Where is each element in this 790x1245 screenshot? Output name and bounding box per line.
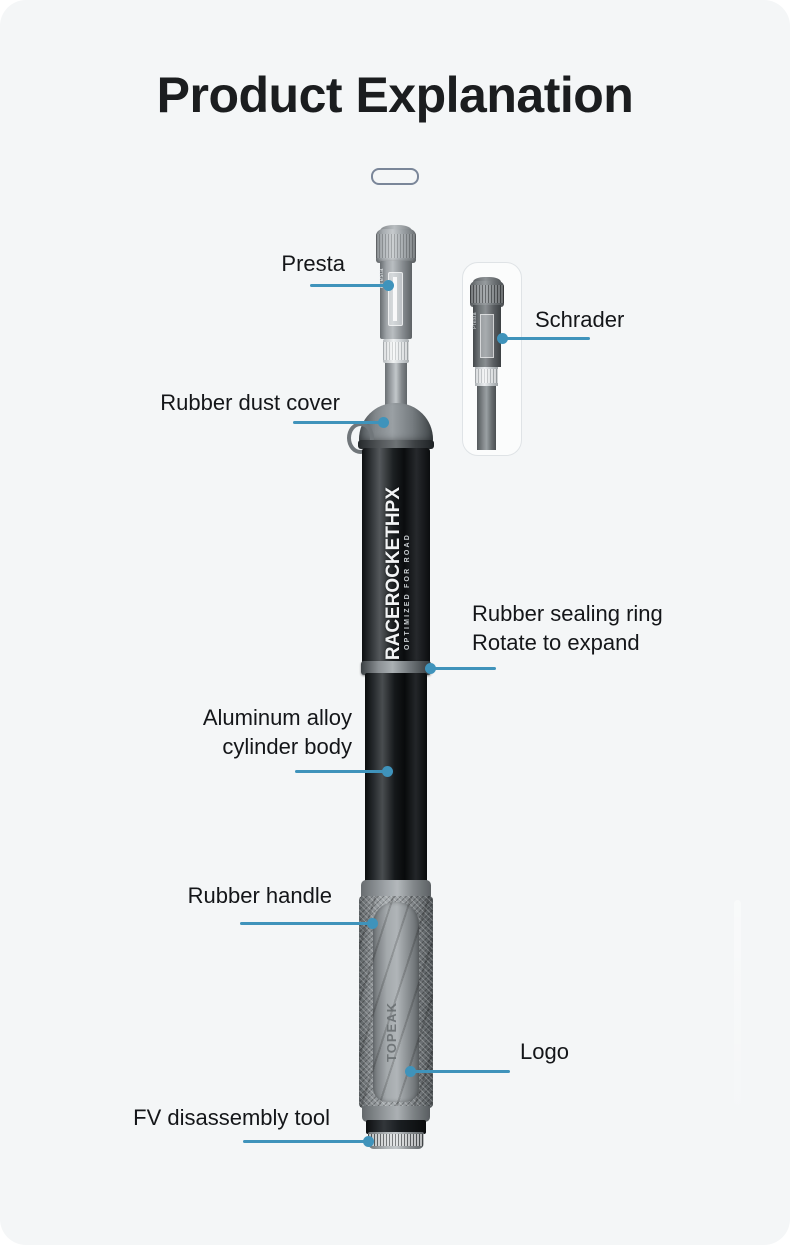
barrel-highlight xyxy=(734,900,741,1106)
fv-disassembly-tool-ring xyxy=(368,1132,424,1149)
callout-label-handle: Rubber handle xyxy=(187,883,332,908)
schrader-window xyxy=(480,314,494,358)
handle-bottom-collar xyxy=(362,1106,430,1122)
schrader-body xyxy=(473,305,501,367)
schrader-shaft xyxy=(477,386,496,450)
rubber-sealing-ring xyxy=(361,661,431,675)
callout-label-fv-tool: FV disassembly tool xyxy=(133,1105,330,1130)
callout-label-schrader: Schrader xyxy=(535,307,625,332)
leader-dot-logo xyxy=(405,1066,416,1077)
barrel-brand-text: RACEROCKETHPX xyxy=(383,487,404,661)
valve-head-cap xyxy=(376,229,416,263)
callout-label-presta: Presta xyxy=(281,251,345,276)
leader-line-dust-cover xyxy=(293,421,383,424)
leader-dot-presta xyxy=(383,280,394,291)
leader-dot-fv-tool xyxy=(363,1136,374,1147)
callout-label-logo: Logo xyxy=(520,1039,569,1064)
dust-cover-lip xyxy=(358,440,434,449)
section-divider-pill xyxy=(371,168,419,185)
leader-dot-dust-cover xyxy=(378,417,389,428)
leader-dot-cylinder-body xyxy=(382,766,393,777)
leader-line-sealing-ring xyxy=(430,667,496,670)
schrader-cap xyxy=(470,281,504,307)
valve-head-body xyxy=(380,261,412,339)
leader-line-schrader xyxy=(502,337,590,340)
leader-line-fv-tool xyxy=(243,1140,368,1143)
leader-dot-schrader xyxy=(497,333,508,344)
valve-head-shaft xyxy=(385,363,407,411)
leader-line-presta xyxy=(310,284,388,287)
pump-barrel xyxy=(362,448,741,1106)
leader-dot-sealing-ring xyxy=(425,663,436,674)
valve-head-collar xyxy=(383,339,409,363)
handle-top-collar xyxy=(361,880,431,898)
barrel-subtext: OPTIMIZED FOR ROAD xyxy=(404,533,411,650)
leader-line-logo xyxy=(410,1070,510,1073)
bottom-cap-dark-band xyxy=(366,1120,426,1134)
leader-line-handle xyxy=(240,922,372,925)
schrader-collar xyxy=(475,367,498,386)
callout-label-sealing-ring: Rubber sealing ring Rotate to expand xyxy=(472,601,663,656)
handle-logo-text: TOPEAK xyxy=(384,1002,399,1062)
leader-dot-handle xyxy=(367,918,378,929)
leader-line-cylinder-body xyxy=(295,770,387,773)
valve-head-top xyxy=(380,225,412,237)
schrader-label-text: Presta xyxy=(472,312,478,329)
page-title: Product Explanation xyxy=(156,67,634,123)
callout-label-dust-cover: Rubber dust cover xyxy=(160,390,340,415)
dust-cover-loop xyxy=(347,422,374,454)
rubber-dust-cover-dome xyxy=(359,403,433,445)
callout-label-cylinder-body: Aluminum alloy cylinder body xyxy=(202,705,352,760)
aluminum-cylinder-body xyxy=(365,673,427,885)
